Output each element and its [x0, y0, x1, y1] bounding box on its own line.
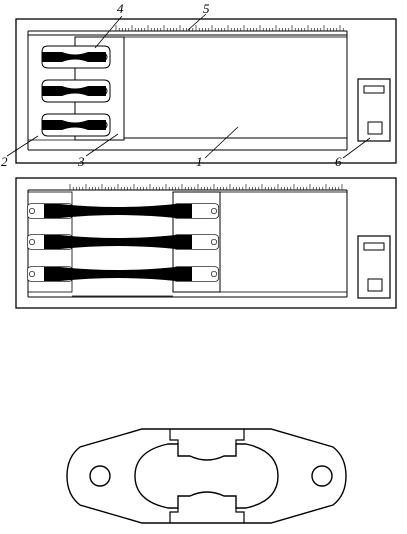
- middle-specimen-row-1: [26, 203, 220, 219]
- callout-3: 3: [77, 154, 85, 169]
- right-hole: [311, 465, 333, 487]
- top-control-button: [367, 121, 383, 135]
- middle-control-button: [367, 278, 383, 292]
- dumbbell-cavity: [134, 443, 279, 509]
- callout-2: 2: [1, 154, 8, 169]
- middle-specimen-row-2: [26, 234, 220, 250]
- callout-5: 5: [203, 1, 210, 16]
- middle-housing: [15, 177, 397, 309]
- middle-specimen-row-3: [26, 266, 220, 282]
- top-housing: [15, 18, 397, 164]
- callout-4: 4: [117, 1, 124, 16]
- grip-notch-lines: [169, 429, 245, 523]
- top-specimen-row-1: [41, 45, 111, 69]
- middle-scale-ruler: [69, 184, 344, 191]
- top-panel: 1 2 3 4 5 6: [1, 1, 397, 169]
- callout-1: 1: [196, 154, 203, 169]
- top-specimen-row-3: [41, 113, 111, 137]
- middle-panel: [15, 177, 397, 309]
- top-chamber: [123, 36, 348, 139]
- left-hole: [89, 465, 111, 487]
- top-specimen-row-2: [41, 79, 111, 103]
- callout-6: 6: [335, 154, 342, 169]
- top-control-display: [363, 85, 385, 94]
- specimen-detail: [66, 428, 347, 524]
- top-control-box: [357, 78, 391, 142]
- middle-control-display: [363, 242, 385, 251]
- top-scale-ruler: [115, 25, 344, 32]
- middle-control-box: [357, 235, 391, 299]
- middle-chamber: [219, 191, 348, 293]
